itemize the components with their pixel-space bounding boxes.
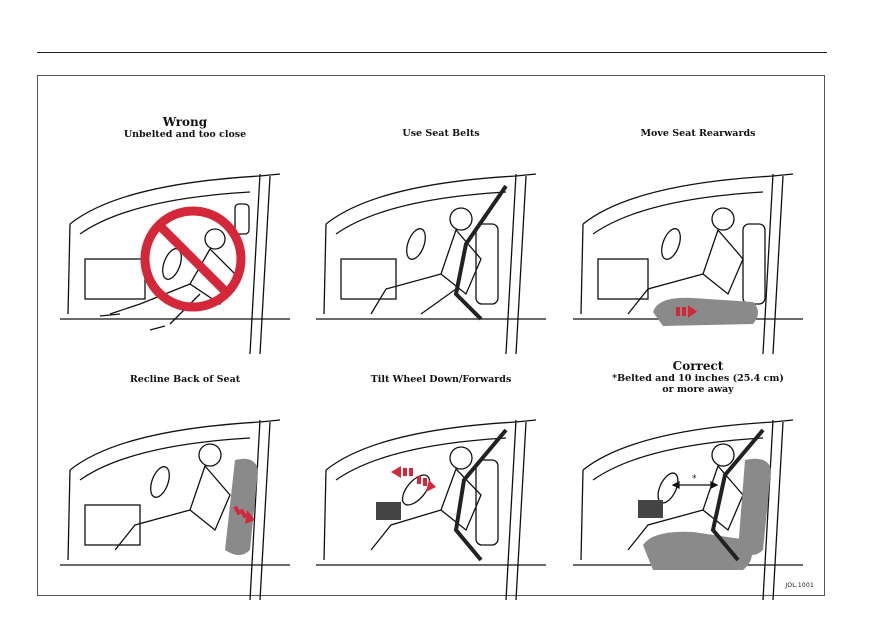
arrow-recline-icon [233,505,255,524]
panel-caption: Tilt Wheel Down/Forwards [370,374,512,385]
panel-caption: Correct *Belted and 10 inches (25.4 cm) … [573,359,823,396]
panel-caption: Wrong Unbelted and too close [60,115,310,141]
car-interior-illustration [316,173,546,354]
car-interior-illustration [573,173,803,354]
car-interior-illustration: * [573,419,803,600]
panel-wrong: Wrong Unbelted and too close [60,115,310,354]
car-interior-illustration [60,419,290,600]
arrow-rearward-icon [676,305,697,318]
panel-use-seat-belts: Use Seat Belts [316,116,566,354]
prohibited-icon [140,206,246,312]
figure-code: JOL.1001 [785,582,814,589]
distance-indicator-icon: * [671,474,719,489]
panel-recline-back-of-seat: Recline Back of Seat [60,362,310,600]
panel-subtitle: *Belted and 10 inches (25.4 cm) [612,373,784,384]
arrow-tilt-icon [391,466,436,492]
panel-tilt-wheel: Tilt Wheel Down/Forwards [316,362,566,600]
illustration-frame: Wrong Unbelted and too close Use Seat [37,75,825,600]
panel-title: Wrong [162,115,208,129]
panel-correct: Correct *Belted and 10 inches (25.4 cm) … [573,359,823,600]
car-interior-illustration [60,173,290,354]
panel-subtitle: Unbelted and too close [123,129,247,140]
panel-caption: Use Seat Belts [402,128,480,139]
panel-caption: Move Seat Rearwards [640,128,756,139]
top-rule [37,52,827,53]
panel-caption: Recline Back of Seat [129,374,241,385]
car-interior-illustration [316,419,546,600]
panel-subtitle-2: or more away [662,384,734,395]
panel-move-seat-rearwards: Move Seat Rearwards [573,116,823,354]
svg-text:*: * [692,474,697,484]
panel-title: Correct [672,359,724,373]
